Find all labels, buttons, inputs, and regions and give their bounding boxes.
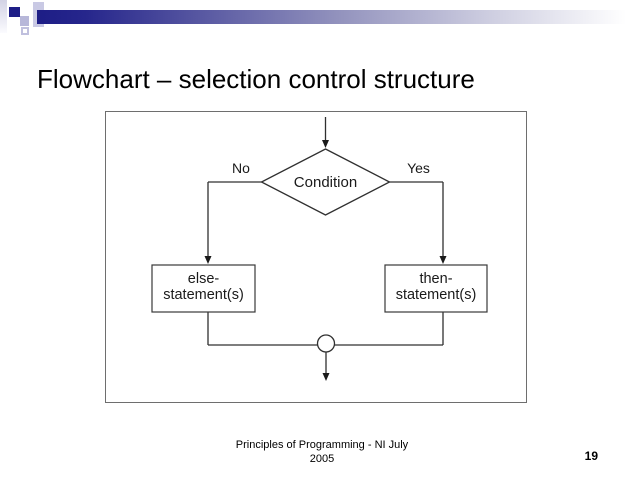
page-number: 19: [584, 449, 598, 463]
yes-label: Yes: [407, 160, 430, 176]
footer-line2: 2005: [309, 453, 335, 465]
deco-navy-square: [9, 7, 20, 17]
deco-gradient-bar: [37, 10, 638, 24]
deco-left-strip: [0, 0, 7, 33]
then-box-line1: then-: [419, 271, 453, 287]
else-box-line1: else-: [187, 271, 220, 287]
deco-lavender-square: [20, 16, 29, 26]
then-box-line2: statement(s): [395, 287, 477, 303]
no-label: No: [232, 160, 250, 176]
condition-label: Condition: [293, 174, 358, 191]
then-box: [384, 264, 488, 313]
connector-circle: [316, 334, 336, 353]
else-box: [151, 264, 256, 313]
no-arrowhead: [204, 256, 212, 264]
deco-small-square: [21, 27, 29, 35]
yes-arrowhead: [439, 256, 447, 264]
exit-arrowhead: [322, 373, 330, 381]
footer-line1: Principles of Programming - NI July: [235, 439, 409, 451]
slide-title: Flowchart – selection control structure: [37, 64, 475, 94]
flowchart-frame: Condition No Yes else- statement(s) then…: [105, 111, 527, 403]
condition-diamond: [260, 148, 391, 216]
else-box-line2: statement(s): [163, 287, 244, 303]
slide-footer: Principles of Programming - NI July 2005: [169, 438, 475, 466]
then-box-label: then- statement(s): [385, 271, 487, 303]
entry-arrowhead: [322, 140, 329, 148]
flowchart-graphic: [151, 117, 488, 381]
else-box-label: else- statement(s): [152, 271, 255, 303]
